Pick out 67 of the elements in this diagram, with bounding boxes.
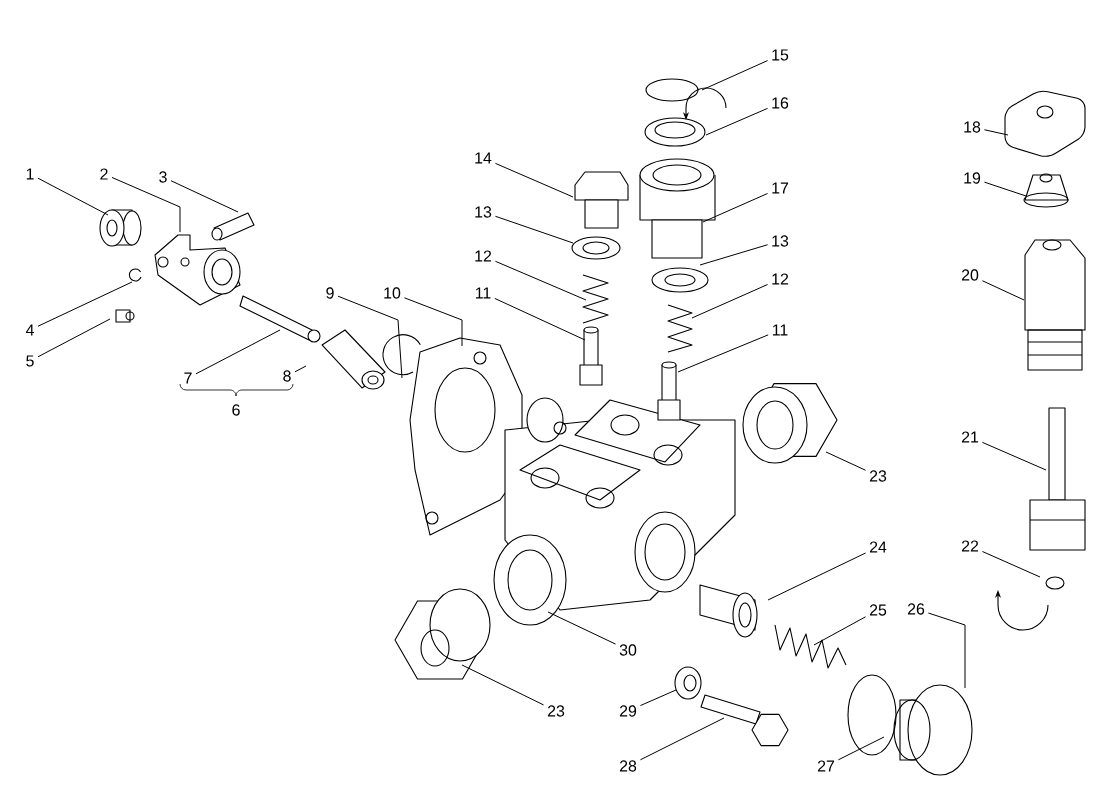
callout-number: 14 — [475, 152, 492, 164]
callout-number: 19 — [964, 172, 981, 184]
callout-number: 26 — [907, 603, 925, 615]
callout-number: 12 — [772, 273, 789, 285]
leader-line — [37, 281, 133, 327]
leader-line — [294, 365, 307, 373]
callout-number: 15 — [772, 49, 789, 61]
callout-number: 20 — [961, 269, 979, 281]
callout-number: 5 — [26, 355, 34, 367]
callout-number: 6 — [232, 404, 240, 416]
callout-number: 13 — [772, 235, 789, 247]
leader-line — [494, 297, 586, 341]
callout-number: 18 — [964, 121, 981, 133]
leader-line — [547, 611, 617, 645]
callout-number: 13 — [475, 206, 492, 218]
leader-line — [170, 180, 239, 213]
callout-number: 16 — [772, 97, 789, 109]
callout-number: 17 — [772, 182, 789, 194]
leader-line — [699, 244, 769, 266]
leader-line — [37, 177, 109, 216]
callout-number: 21 — [961, 431, 979, 443]
callout-number: 12 — [475, 250, 492, 262]
callout-number: 2 — [100, 168, 108, 180]
leader-line — [705, 107, 769, 136]
callout-number: 11 — [475, 287, 491, 299]
leader-line — [701, 60, 769, 91]
callout-number: 23 — [547, 705, 565, 717]
callout-number: 11 — [772, 324, 788, 336]
leader-line — [825, 451, 867, 471]
leader-line — [111, 176, 181, 233]
leader-line — [927, 612, 966, 689]
leader-line — [691, 284, 769, 319]
callout-number: 4 — [25, 324, 34, 336]
leader-line — [813, 616, 867, 646]
leader-line — [461, 664, 545, 706]
callout-number: 1 — [26, 168, 34, 180]
leader-line — [983, 181, 1027, 197]
callout-number: 10 — [384, 287, 401, 299]
callout-number: 23 — [869, 470, 887, 482]
leader-line — [37, 318, 111, 358]
callout-number: 22 — [961, 540, 979, 552]
leader-line — [837, 736, 885, 761]
callout-number: 25 — [869, 604, 887, 616]
leader-line — [494, 260, 587, 301]
leader-line — [494, 162, 574, 198]
leader-line — [494, 215, 574, 244]
leader-line — [403, 297, 463, 347]
callout-number: 3 — [159, 171, 167, 183]
leader-line — [983, 129, 1009, 136]
callout-number: 24 — [869, 541, 887, 553]
callout-number: 27 — [817, 760, 835, 772]
leader-line — [677, 334, 769, 373]
callout-number: 7 — [184, 372, 192, 384]
leader-line — [639, 689, 677, 707]
callout-number: 9 — [326, 287, 334, 299]
leader-line — [981, 551, 1041, 578]
callout-number: 30 — [619, 644, 637, 656]
leader-line — [702, 193, 769, 223]
leader-line — [981, 280, 1025, 301]
leader-line — [195, 329, 281, 375]
callout-number: 8 — [283, 370, 291, 382]
callout-number: 28 — [619, 760, 637, 772]
leader-line — [639, 717, 725, 761]
leader-line — [981, 441, 1047, 471]
callout-number: 29 — [619, 705, 637, 717]
leader-line — [337, 295, 403, 379]
leader-line — [767, 552, 867, 601]
